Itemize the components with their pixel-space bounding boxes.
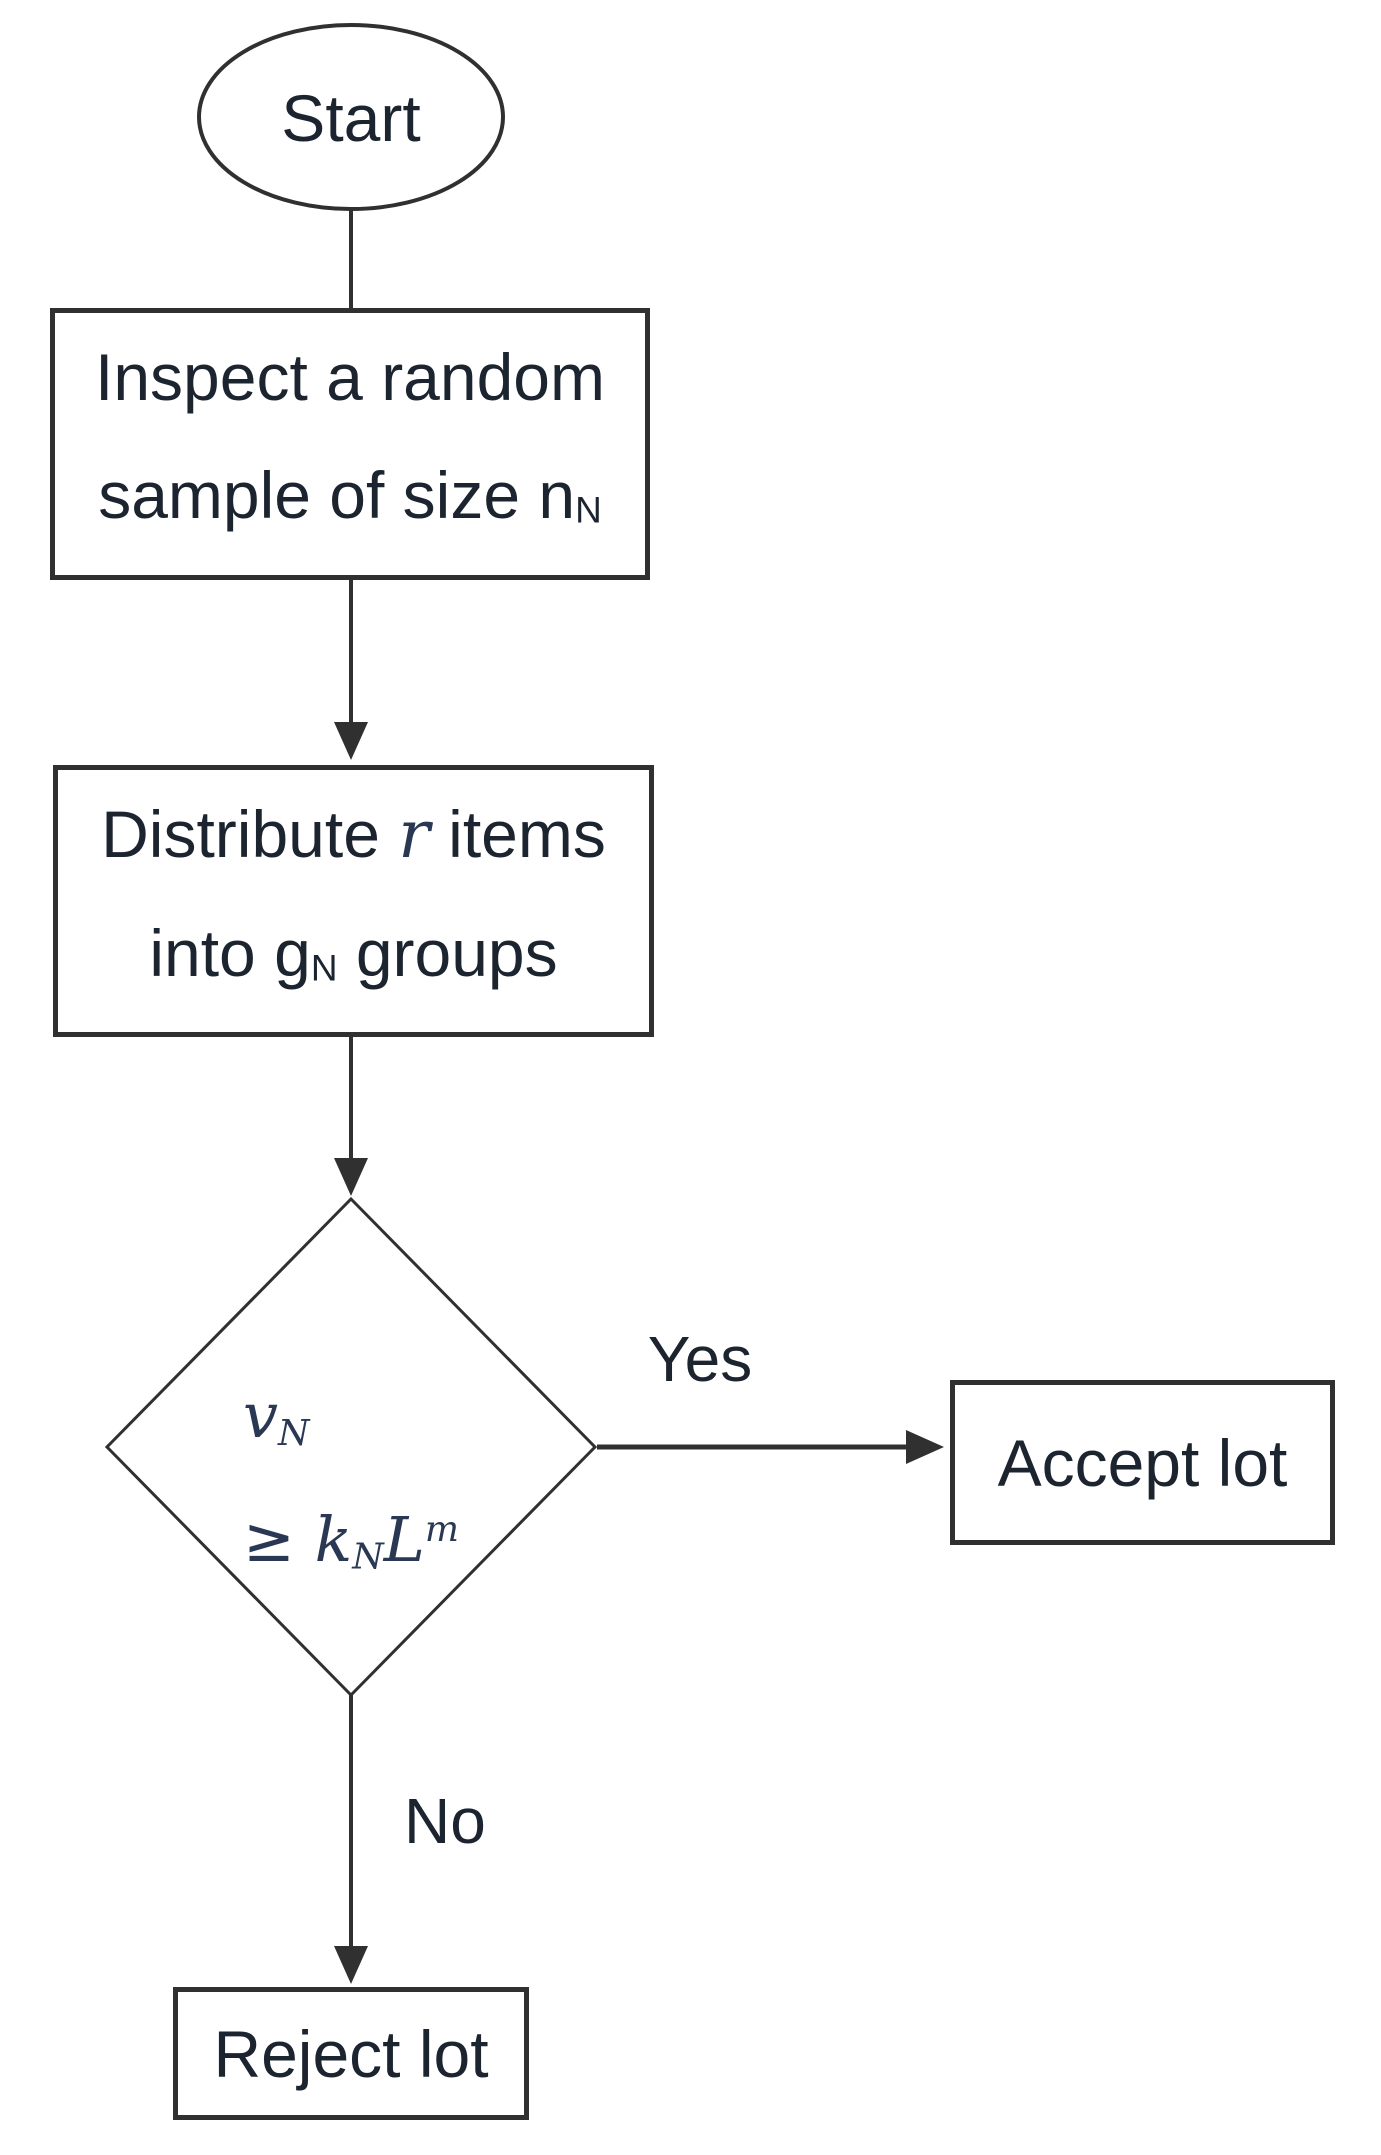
start-label: Start — [198, 85, 504, 151]
start-label-text: Start — [281, 81, 421, 155]
process2-line1: Distribute r items — [101, 795, 606, 873]
reject-lot-box: Reject lot — [173, 1987, 529, 2120]
arrowhead-process2 — [334, 722, 368, 760]
decision-line2: ≥ kNLm — [243, 1502, 459, 1578]
process-inspect-sample-box: Inspect a random sample of size nN — [50, 308, 650, 580]
no-branch-label: No — [404, 1785, 486, 1857]
arrowhead-decision — [334, 1158, 368, 1196]
process-distribute-items-box: Distribute r items into gN groups — [53, 765, 654, 1037]
process1-line2: sample of size nN — [98, 458, 602, 533]
accept-lot-label: Accept lot — [997, 1425, 1288, 1500]
arrowhead-accept — [906, 1430, 944, 1464]
process2-line2: into gN groups — [149, 915, 558, 990]
accept-lot-box: Accept lot — [950, 1380, 1335, 1545]
decision-line1: vN — [243, 1379, 310, 1454]
decision-condition-label: vN ≥ kNLm — [243, 1368, 459, 1606]
process2-subscript: N — [310, 947, 338, 989]
process1-subscript: N — [575, 489, 602, 531]
process2-var-r: r — [398, 795, 430, 873]
process1-line1: Inspect a random — [95, 340, 605, 415]
arrowhead-reject — [334, 1946, 368, 1984]
reject-lot-label: Reject lot — [213, 2016, 489, 2091]
yes-branch-label: Yes — [647, 1323, 753, 1395]
